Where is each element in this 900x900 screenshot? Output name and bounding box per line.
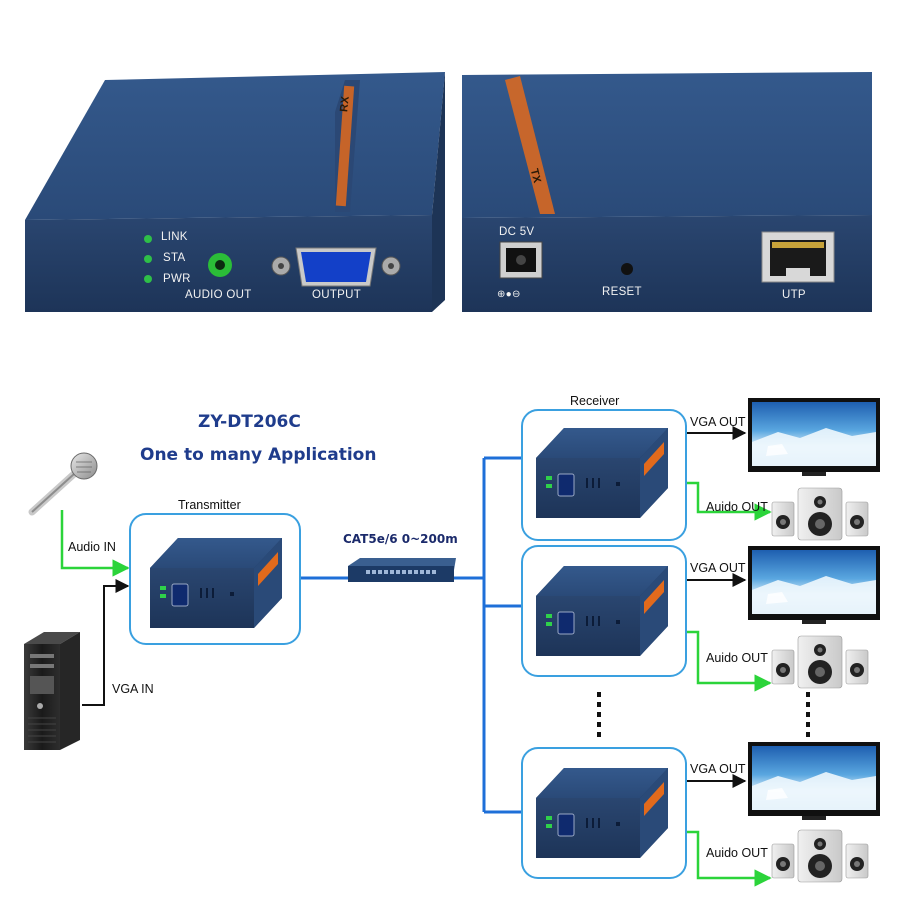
vga-in-label: VGA IN [112,682,154,696]
microphone-icon [28,452,98,516]
led-link-label: LINK [161,231,188,243]
receiver-box-3 [535,767,669,859]
ellipsis-dots [597,692,810,737]
audio-out-label-1: Auido OUT [706,500,768,514]
led-pwr [144,275,152,283]
audio-out-label: AUDIO OUT [185,289,252,301]
led-sta [144,255,152,263]
cable-label: CAT5e/6 0~200m [343,532,458,546]
pc-tower-icon [24,632,80,750]
audio-in-label: Audio IN [68,540,116,554]
vga-port [271,247,401,287]
monitor-icon-3 [748,742,880,820]
vga-out-label-1: VGA OUT [690,415,746,429]
polarity-label: ⊕●⊖ [497,289,521,300]
receiver-box-2 [535,565,669,657]
receiver-outputs [686,426,772,887]
monitor-icon-1 [748,398,880,476]
vga-out-label-2: VGA OUT [690,561,746,575]
speakers-icon-2 [771,635,869,689]
led-link [144,235,152,243]
reset-label: RESET [602,286,642,298]
utp-port [761,231,835,283]
wire-vga-in [82,579,130,706]
output-label: OUTPUT [312,289,362,301]
audio-out-label-2: Auido OUT [706,651,768,665]
application-subtitle: One to many Application [140,445,377,465]
speakers-icon-1 [771,487,869,541]
transmitter-label: Transmitter [178,498,241,512]
monitor-icon-2 [748,546,880,624]
model-title: ZY-DT206C [198,412,301,432]
speakers-icon-3 [771,829,869,883]
network-switch [348,558,456,582]
receiver-label: Receiver [570,394,620,408]
receiver-box-1 [535,427,669,519]
wire-audio-in [60,510,130,577]
utp-label: UTP [782,289,806,301]
vga-out-label-3: VGA OUT [690,762,746,776]
transmitter-box [149,537,283,629]
rx-side-label: RX [338,95,352,113]
rx-unit [25,72,445,312]
dc-label: DC 5V [499,226,535,238]
audio-out-label-3: Auido OUT [706,846,768,860]
led-sta-label: STA [163,252,186,264]
led-pwr-label: PWR [163,273,191,285]
reset-button [621,263,633,275]
tx-unit [462,72,872,312]
